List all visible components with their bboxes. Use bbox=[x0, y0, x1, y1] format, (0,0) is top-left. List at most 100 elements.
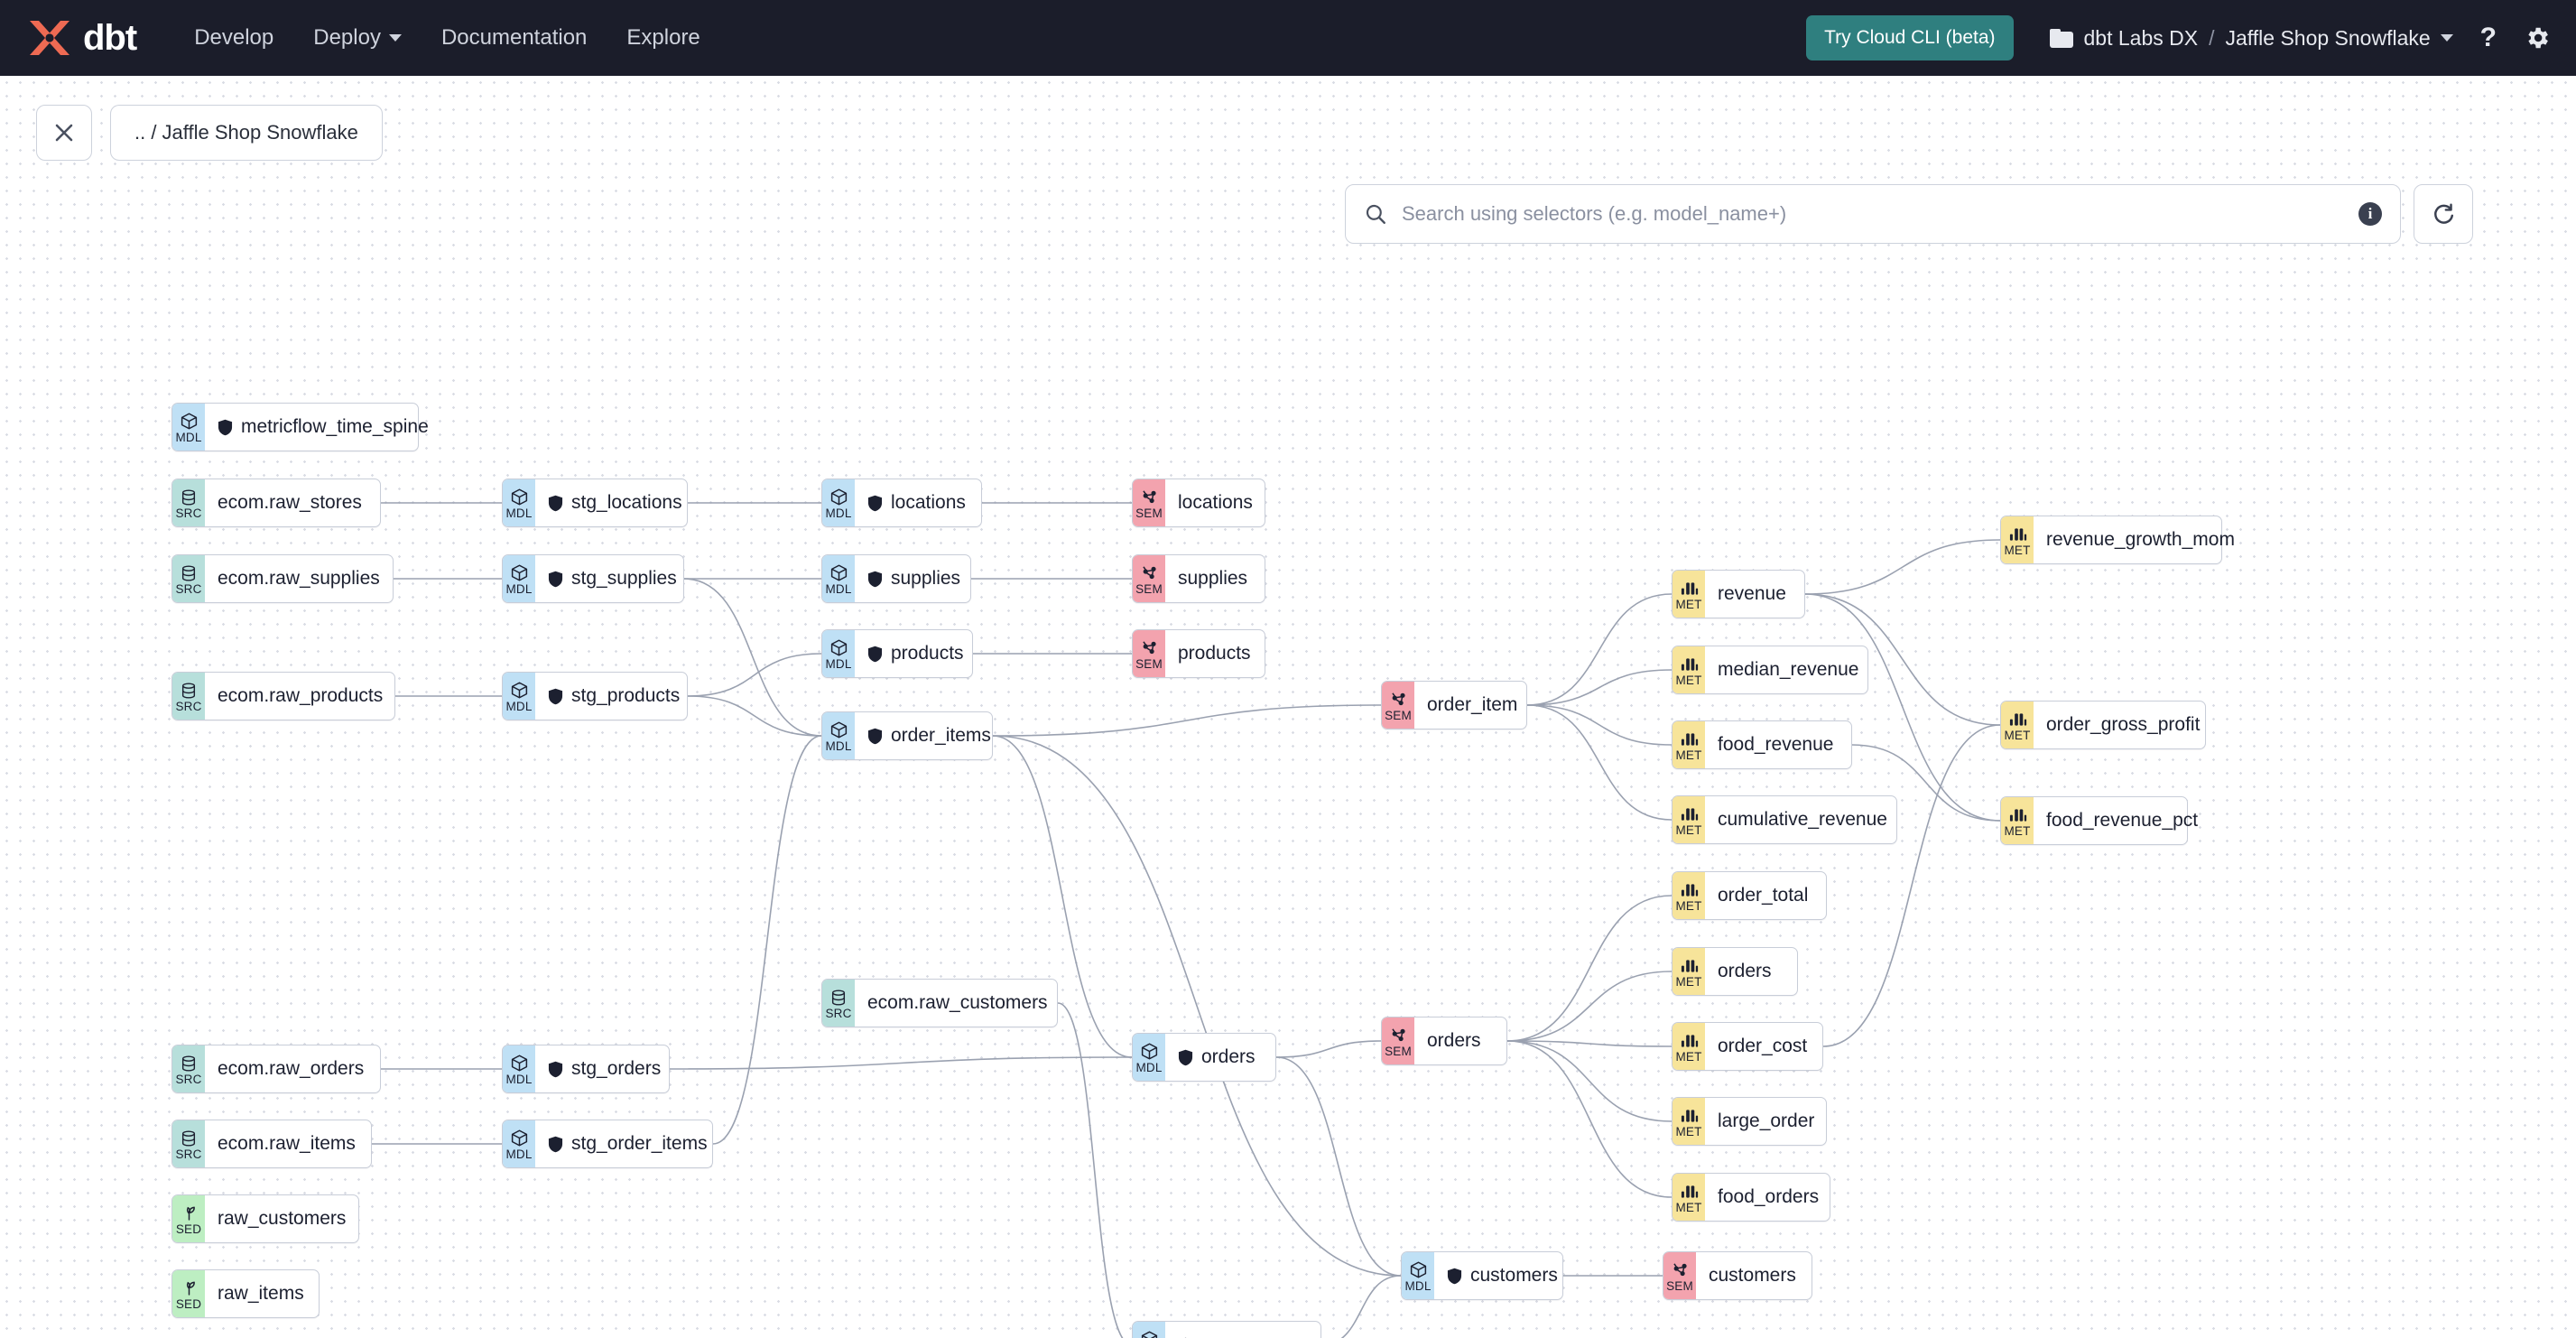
node-label: orders bbox=[1427, 1030, 1481, 1051]
nav-link-explore[interactable]: Explore bbox=[607, 0, 719, 76]
node-label-wrap: order_items bbox=[855, 712, 1005, 759]
breadcrumb[interactable]: .. / Jaffle Shop Snowflake bbox=[110, 105, 383, 161]
gear-icon[interactable] bbox=[2524, 24, 2551, 51]
node-type-badge-src: SRC bbox=[172, 673, 205, 720]
bar-chart-icon bbox=[1680, 1183, 1699, 1201]
cube-icon bbox=[510, 564, 529, 582]
lineage-edge bbox=[712, 735, 822, 1145]
dbt-wordmark: dbt bbox=[83, 18, 137, 58]
bar-chart-icon bbox=[1680, 1107, 1699, 1125]
node-type-badge-sed: SED bbox=[172, 1195, 205, 1242]
nav-link-documentation[interactable]: Documentation bbox=[422, 0, 607, 76]
node-label-wrap: stg_orders bbox=[535, 1045, 675, 1092]
close-button[interactable] bbox=[36, 105, 92, 161]
node-type-label: MDL bbox=[175, 430, 202, 444]
node-type-label: MDL bbox=[505, 699, 533, 713]
node-type-label: SEM bbox=[1385, 1044, 1412, 1058]
node-label: ecom.raw_customers bbox=[867, 992, 1048, 1013]
try-cloud-cli-button[interactable]: Try Cloud CLI (beta) bbox=[1806, 15, 2014, 60]
node-type-label: MDL bbox=[1135, 1060, 1163, 1074]
project-selector[interactable]: Jaffle Shop Snowflake bbox=[2226, 26, 2453, 51]
node-label: ecom.raw_stores bbox=[218, 492, 362, 513]
search-input[interactable] bbox=[1402, 202, 2344, 226]
node-type-badge-sem: SEM bbox=[1663, 1252, 1696, 1299]
bar-chart-icon bbox=[1680, 580, 1699, 598]
node-type-label: MET bbox=[1675, 1049, 1702, 1064]
lineage-edge bbox=[1506, 1040, 1673, 1198]
bar-chart-icon bbox=[2008, 525, 2027, 544]
graph-node-sed_raw_customers[interactable]: SED raw_customers bbox=[171, 1194, 359, 1243]
graph-node-src_products[interactable]: SRC ecom.raw_products bbox=[171, 672, 395, 720]
node-type-label: MET bbox=[1675, 822, 1702, 837]
node-label: ecom.raw_products bbox=[218, 685, 384, 706]
search-info-icon[interactable]: i bbox=[2358, 202, 2382, 226]
node-type-badge-sed: SED bbox=[172, 1270, 205, 1317]
account-name: dbt Labs DX bbox=[2083, 25, 2199, 50]
dbt-logo[interactable]: dbt bbox=[25, 18, 137, 58]
lineage-edge bbox=[683, 578, 822, 737]
node-label: raw_customers bbox=[218, 1208, 347, 1229]
node-type-badge-mdl: MDL bbox=[503, 673, 535, 720]
semantic-graph-icon bbox=[1140, 639, 1159, 657]
node-label-wrap: products bbox=[855, 630, 978, 677]
nav-link-develop[interactable]: Develop bbox=[174, 0, 293, 76]
semantic-graph-icon bbox=[1389, 691, 1408, 709]
node-label: order_items bbox=[891, 725, 991, 746]
graph-node-sem_orders[interactable]: SEM orders bbox=[1381, 1017, 1507, 1065]
shield-icon bbox=[548, 495, 563, 511]
lineage-edge bbox=[1506, 895, 1673, 1042]
graph-node-src_customers[interactable]: SRC ecom.raw_customers bbox=[821, 979, 1058, 1027]
top-navigation-bar: dbt Develop Deploy Documentation Explore… bbox=[0, 0, 2576, 76]
refresh-button[interactable] bbox=[2414, 184, 2473, 244]
nav-link-deploy[interactable]: Deploy bbox=[293, 0, 422, 76]
node-type-label: SRC bbox=[825, 1006, 852, 1020]
node-label-wrap: ecom.raw_stores bbox=[205, 479, 380, 526]
node-label-wrap: raw_items bbox=[205, 1270, 319, 1317]
search-box[interactable]: i bbox=[1345, 184, 2401, 244]
node-type-badge-mdl: MDL bbox=[503, 555, 535, 602]
node-type-badge-src: SRC bbox=[172, 1120, 205, 1167]
help-icon[interactable]: ? bbox=[2479, 23, 2497, 52]
node-label-wrap: cumulative_revenue bbox=[1705, 796, 1902, 843]
node-label-wrap: ecom.raw_products bbox=[205, 673, 397, 720]
node-label-wrap: revenue_growth_mom bbox=[2034, 516, 2249, 563]
shield-icon bbox=[548, 688, 563, 704]
node-type-badge-mdl: MDL bbox=[503, 1120, 535, 1167]
